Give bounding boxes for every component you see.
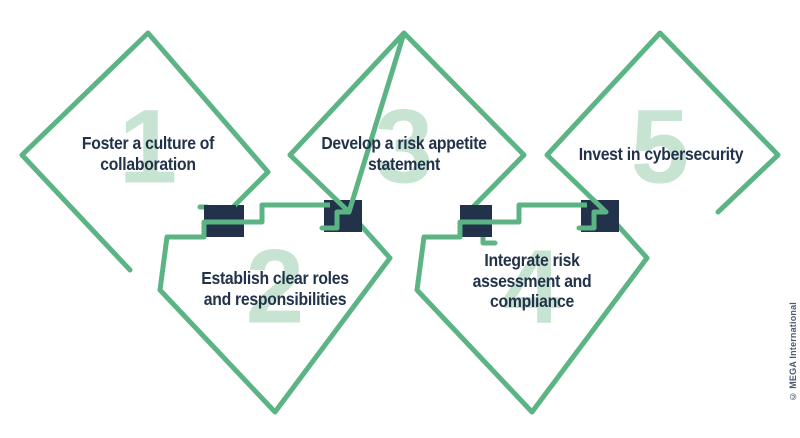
copyright-notice: © MEGA International [788,302,798,402]
step-4-number: 4 [503,229,561,346]
step-5-diamond-outline [544,30,781,231]
step-1-number: 1 [119,89,177,206]
step-4-diamond-outline [414,202,650,415]
step-2-number: 2 [246,229,304,346]
step-node-5[interactable]: 5 [544,30,781,232]
step-2-diamond-outline [157,202,393,415]
step-5-number: 5 [631,89,689,206]
step-3-number: 3 [375,89,433,206]
